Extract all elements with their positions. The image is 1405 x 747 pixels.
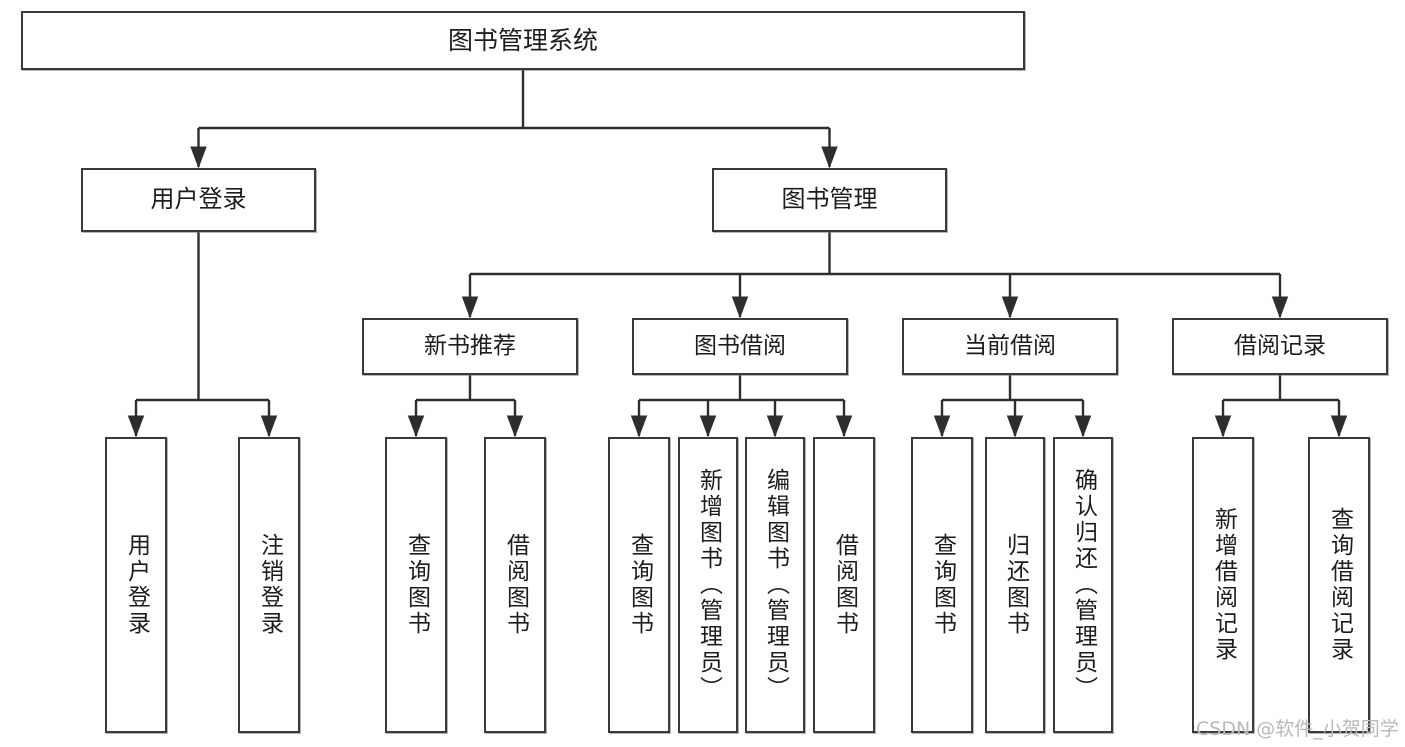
leaf-node-11-label: 新增借阅记录	[1210, 507, 1237, 663]
arrow-head-icon	[1001, 296, 1019, 319]
arrow-head-icon	[1074, 415, 1092, 438]
root-node-图书管理系统-label: 图书管理系统	[447, 26, 598, 55]
arrow-head-icon	[821, 146, 838, 169]
leaf-node-12[interactable]: 查询借阅记录	[1308, 437, 1370, 733]
arrow-head-icon	[407, 415, 425, 438]
leaf-node-7[interactable]: 借阅图书	[813, 437, 875, 733]
leaf-node-5-label: 新增图书（管理员）	[695, 468, 722, 702]
leaf-node-4-label: 查询图书	[626, 533, 653, 637]
leaf-node-6-label: 编辑图书（管理员）	[762, 468, 789, 702]
leaf-node-1-label: 注销登录	[256, 533, 283, 637]
leaf-node-3[interactable]: 借阅图书	[484, 437, 546, 733]
arrow-head-icon	[506, 415, 524, 438]
leaf-node-10[interactable]: 确认归还（管理员）	[1053, 437, 1113, 733]
group-node-0[interactable]: 新书推荐	[362, 318, 578, 375]
arrow-head-icon	[1006, 415, 1024, 438]
arrow-head-icon	[190, 146, 207, 169]
branch-node-1-label: 图书管理	[781, 185, 878, 214]
arrow-head-icon	[630, 415, 648, 438]
group-node-2[interactable]: 当前借阅	[902, 318, 1118, 375]
leaf-node-7-label: 借阅图书	[831, 533, 858, 637]
leaf-node-6[interactable]: 编辑图书（管理员）	[745, 437, 805, 733]
leaf-node-1[interactable]: 注销登录	[238, 437, 300, 733]
leaf-node-12-label: 查询借阅记录	[1326, 507, 1353, 663]
arrow-head-icon	[1271, 296, 1289, 319]
group-node-0-label: 新书推荐	[424, 333, 516, 360]
branch-node-0-label: 用户登录	[150, 185, 247, 214]
branch-node-0[interactable]: 用户登录	[81, 168, 316, 232]
branch-node-1[interactable]: 图书管理	[712, 168, 947, 232]
leaf-node-3-label: 借阅图书	[502, 533, 529, 637]
arrow-head-icon	[1214, 415, 1232, 438]
arrow-head-icon	[933, 415, 951, 438]
group-node-2-label: 当前借阅	[964, 333, 1056, 360]
arrow-head-icon	[461, 296, 479, 319]
root-node-图书管理系统[interactable]: 图书管理系统	[21, 11, 1025, 70]
group-node-3-label: 借阅记录	[1234, 333, 1326, 360]
leaf-node-5[interactable]: 新增图书（管理员）	[678, 437, 738, 733]
leaf-node-2[interactable]: 查询图书	[385, 437, 447, 733]
arrow-head-icon	[127, 415, 145, 438]
leaf-node-9-label: 归还图书	[1002, 533, 1029, 637]
leaf-node-8[interactable]: 查询图书	[911, 437, 973, 733]
leaf-node-11[interactable]: 新增借阅记录	[1192, 437, 1254, 733]
arrow-head-icon	[835, 415, 853, 438]
group-node-1[interactable]: 图书借阅	[632, 318, 848, 375]
csdn-watermark: CSDN @软件_小贺同学	[1196, 718, 1399, 740]
leaf-node-0[interactable]: 用户登录	[105, 437, 167, 733]
leaf-node-0-label: 用户登录	[123, 533, 150, 637]
group-node-3[interactable]: 借阅记录	[1172, 318, 1388, 375]
arrow-head-icon	[1330, 415, 1348, 438]
leaf-node-4[interactable]: 查询图书	[608, 437, 670, 733]
arrow-head-icon	[699, 415, 717, 438]
arrow-head-icon	[731, 296, 749, 319]
arrow-head-icon	[766, 415, 784, 438]
arrow-head-icon	[260, 415, 278, 438]
leaf-node-9[interactable]: 归还图书	[985, 437, 1045, 733]
group-node-1-label: 图书借阅	[694, 333, 786, 360]
leaf-node-8-label: 查询图书	[929, 533, 956, 637]
leaf-node-10-label: 确认归还（管理员）	[1070, 468, 1097, 702]
leaf-node-2-label: 查询图书	[403, 533, 430, 637]
